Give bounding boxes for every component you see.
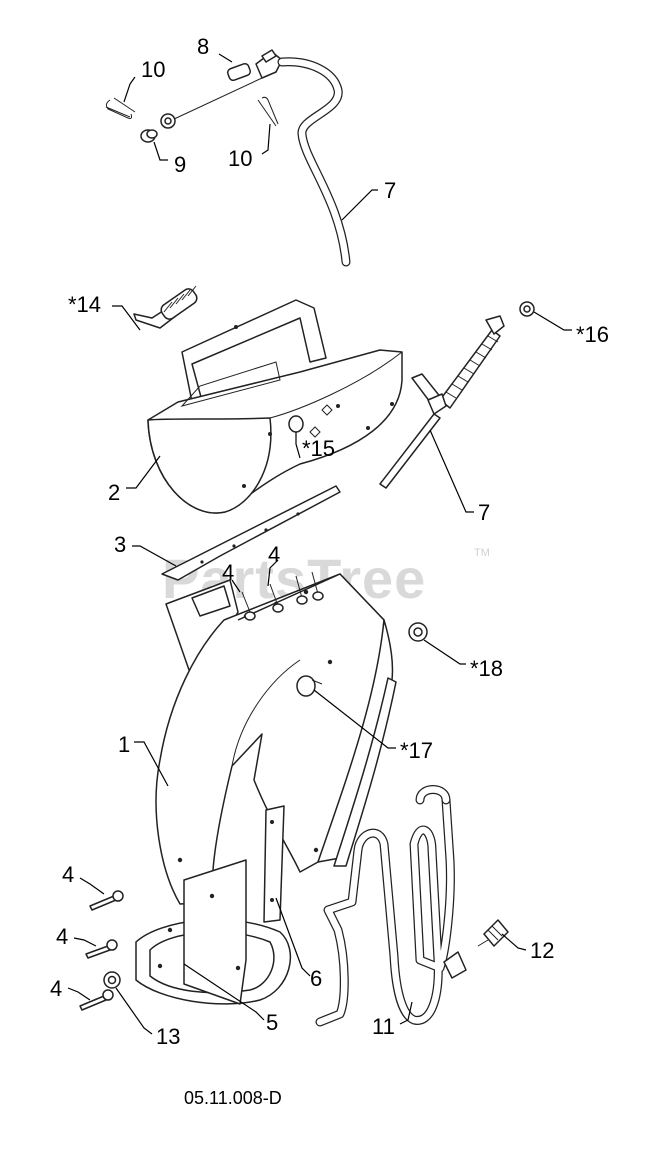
label-part-16: *16 xyxy=(576,322,609,347)
part-7-cable-upper xyxy=(160,49,351,267)
part-12-knob xyxy=(477,919,509,947)
part-15-pin xyxy=(288,415,304,433)
part-4-rivets-side xyxy=(79,890,124,1011)
label-part-3: 3 xyxy=(114,532,126,557)
part-8-pin xyxy=(226,62,252,82)
part-1-chute xyxy=(135,573,397,1005)
label-part-1: 1 xyxy=(118,732,130,757)
label-part-7: 7 xyxy=(478,500,490,525)
label-part-14: *14 xyxy=(68,292,101,317)
label-part-10: 10 xyxy=(228,146,252,171)
label-part-7: 7 xyxy=(384,178,396,203)
label-part-10: 10 xyxy=(141,57,165,82)
label-part-18: *18 xyxy=(470,656,503,681)
label-part-9: 9 xyxy=(174,152,186,177)
part-3-strip xyxy=(161,485,341,581)
part-10-clip-left xyxy=(105,97,136,119)
label-part-4: 4 xyxy=(222,560,234,585)
label-part-17: *17 xyxy=(400,738,433,763)
label-part-12: 12 xyxy=(530,938,554,963)
label-part-4: 4 xyxy=(56,924,68,949)
part-18-washer xyxy=(408,622,428,642)
label-part-8: 8 xyxy=(197,34,209,59)
label-part-13: 13 xyxy=(156,1024,180,1049)
watermark-tm: TM xyxy=(474,547,490,559)
label-part-2: 2 xyxy=(108,480,120,505)
part-9-bushing xyxy=(140,129,158,143)
diagram-code: 05.11.008-D xyxy=(184,1088,282,1108)
part-7-rod xyxy=(379,315,505,489)
label-part-4: 4 xyxy=(50,976,62,1001)
label-part-5: 5 xyxy=(266,1010,278,1035)
label-part-4: 4 xyxy=(62,862,74,887)
label-part-4: 4 xyxy=(268,542,280,567)
leader-lines xyxy=(67,53,572,1035)
part-10-clip-right xyxy=(257,96,279,127)
part-13-nut xyxy=(103,971,121,989)
label-part-6: 6 xyxy=(310,966,322,991)
label-part-15: *15 xyxy=(302,436,335,461)
part-4-rivets-top xyxy=(241,571,324,621)
part-17-pin xyxy=(296,675,323,697)
part-16-nut xyxy=(519,301,535,317)
part-11-crank xyxy=(315,785,467,1027)
part-2-deflector xyxy=(147,299,403,514)
part-14-spring xyxy=(133,285,198,329)
label-part-11: 11 xyxy=(372,1014,395,1039)
